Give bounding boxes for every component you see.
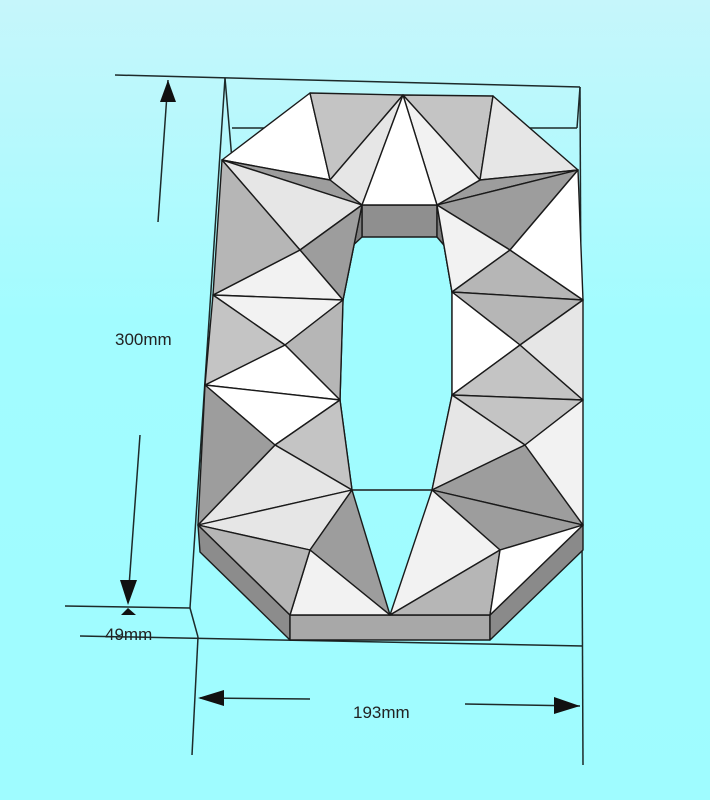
arrow-up-small-icon [121,608,136,615]
hole-top-wall [361,204,438,238]
depth-dimension-label: 49mm [105,625,153,644]
dimension-lines [64,74,584,766]
arrow-down-icon [120,580,137,605]
height-dimension-label: 300mm [115,330,172,349]
faceted-zero-model[interactable] [197,92,584,641]
arrow-right-icon [554,697,580,714]
facet [509,169,584,301]
facet-top-inner [361,94,438,206]
facet [197,384,276,526]
arrowheads [120,80,580,714]
facet [204,294,286,386]
facet [519,299,584,401]
facet [212,159,301,296]
width-dimension-label: 193mm [353,703,410,722]
facet [489,524,584,616]
arrow-up-icon [160,80,176,102]
facet [197,524,311,616]
bottom-side [289,614,491,641]
arrow-left-icon [198,690,224,706]
facet [524,399,584,526]
facet [479,95,579,181]
hole [339,204,453,491]
